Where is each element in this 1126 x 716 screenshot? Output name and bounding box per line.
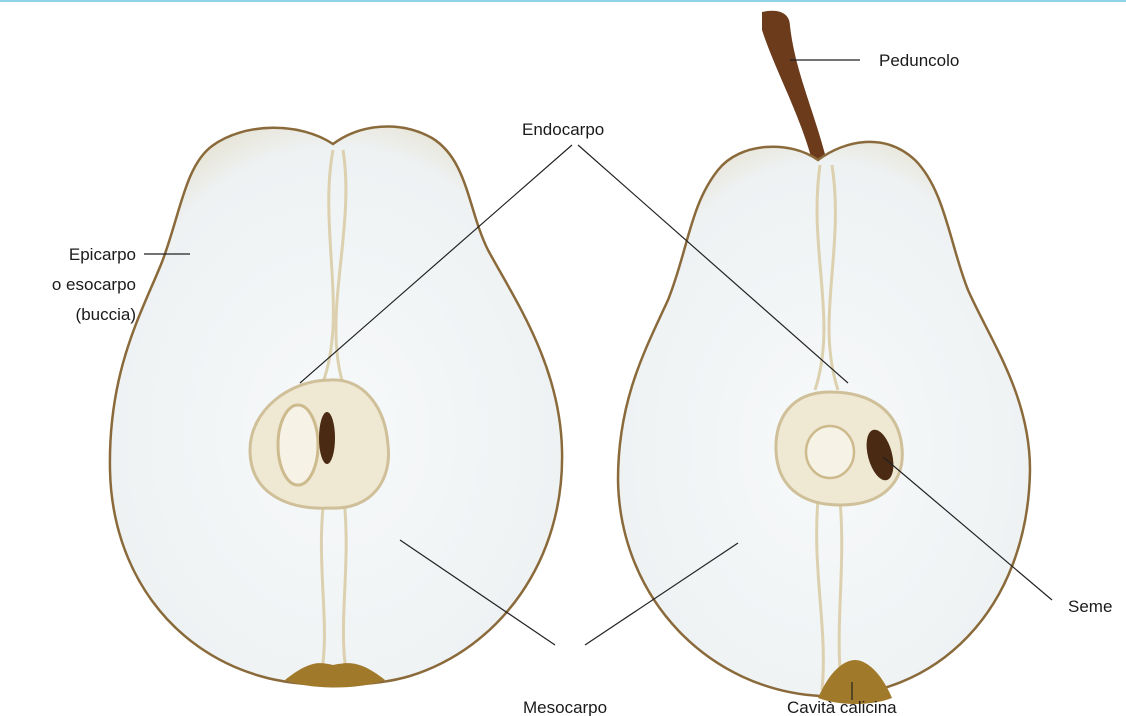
label-peduncolo: Peduncolo [879,51,959,70]
left-seed-chamber [278,405,318,485]
right-seed-chamber [806,426,854,478]
label-mesocarpo: Mesocarpo [523,698,607,716]
label-epicarpo-1: Epicarpo [69,245,136,264]
label-endocarpo: Endocarpo [522,120,604,139]
right-pear [618,11,1030,704]
label-seme: Seme [1068,597,1112,616]
label-cavita-calicina: Cavità calicina [787,698,897,716]
label-epicarpo-3: (buccia) [76,305,136,324]
right-stem [762,11,826,160]
left-seed [319,412,335,464]
label-epicarpo-2: o esocarpo [52,275,136,294]
